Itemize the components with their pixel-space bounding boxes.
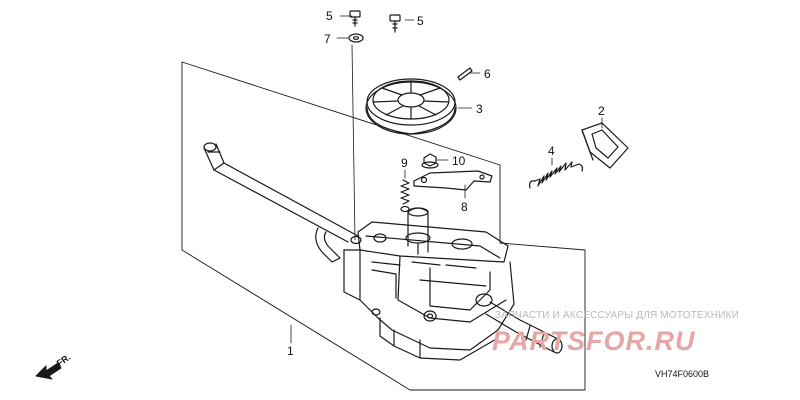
callout-pin: 6	[484, 67, 491, 81]
callout-transmission: 1	[287, 344, 294, 358]
shaft-icon	[203, 142, 359, 263]
washer-icon	[348, 33, 364, 43]
assembly-frame	[181, 61, 586, 391]
small-spring-icon	[400, 179, 410, 213]
callout-bolt-right: 5	[417, 14, 424, 28]
leader-lines	[290, 15, 603, 344]
bolt-left-icon	[349, 10, 361, 27]
pin-icon	[457, 67, 473, 81]
diagram-code: VH74F0600B	[655, 369, 709, 379]
transmission-icon	[343, 207, 563, 361]
callout-plate: 8	[461, 200, 468, 214]
pulley-icon	[365, 78, 457, 135]
nut-icon	[421, 153, 439, 169]
callouts: 5 5 7 6 3 2 4 9 10 8 1	[287, 9, 605, 358]
cover-icon	[581, 122, 629, 169]
callout-small-spring: 9	[401, 156, 408, 170]
callout-spring: 4	[548, 144, 555, 158]
spring-icon	[528, 161, 584, 189]
callout-nut: 10	[452, 154, 466, 168]
callout-pulley: 3	[476, 102, 483, 116]
plate-icon	[413, 170, 493, 191]
callout-washer: 7	[324, 32, 331, 46]
watermark-caption: ЗАПЧАСТИ И АКСЕССУАРЫ ДЛЯ МОТОТЕХНИКИ	[495, 310, 739, 321]
watermark: ЗАПЧАСТИ И АКСЕССУАРЫ ДЛЯ МОТОТЕХНИКИ PA…	[492, 310, 739, 356]
watermark-brand: PARTSFOR.RU	[492, 326, 696, 356]
callout-bolt-left: 5	[326, 9, 333, 23]
callout-cover: 2	[598, 104, 605, 118]
bolt-right-icon	[389, 14, 401, 33]
direction-arrow-icon	[35, 362, 62, 380]
